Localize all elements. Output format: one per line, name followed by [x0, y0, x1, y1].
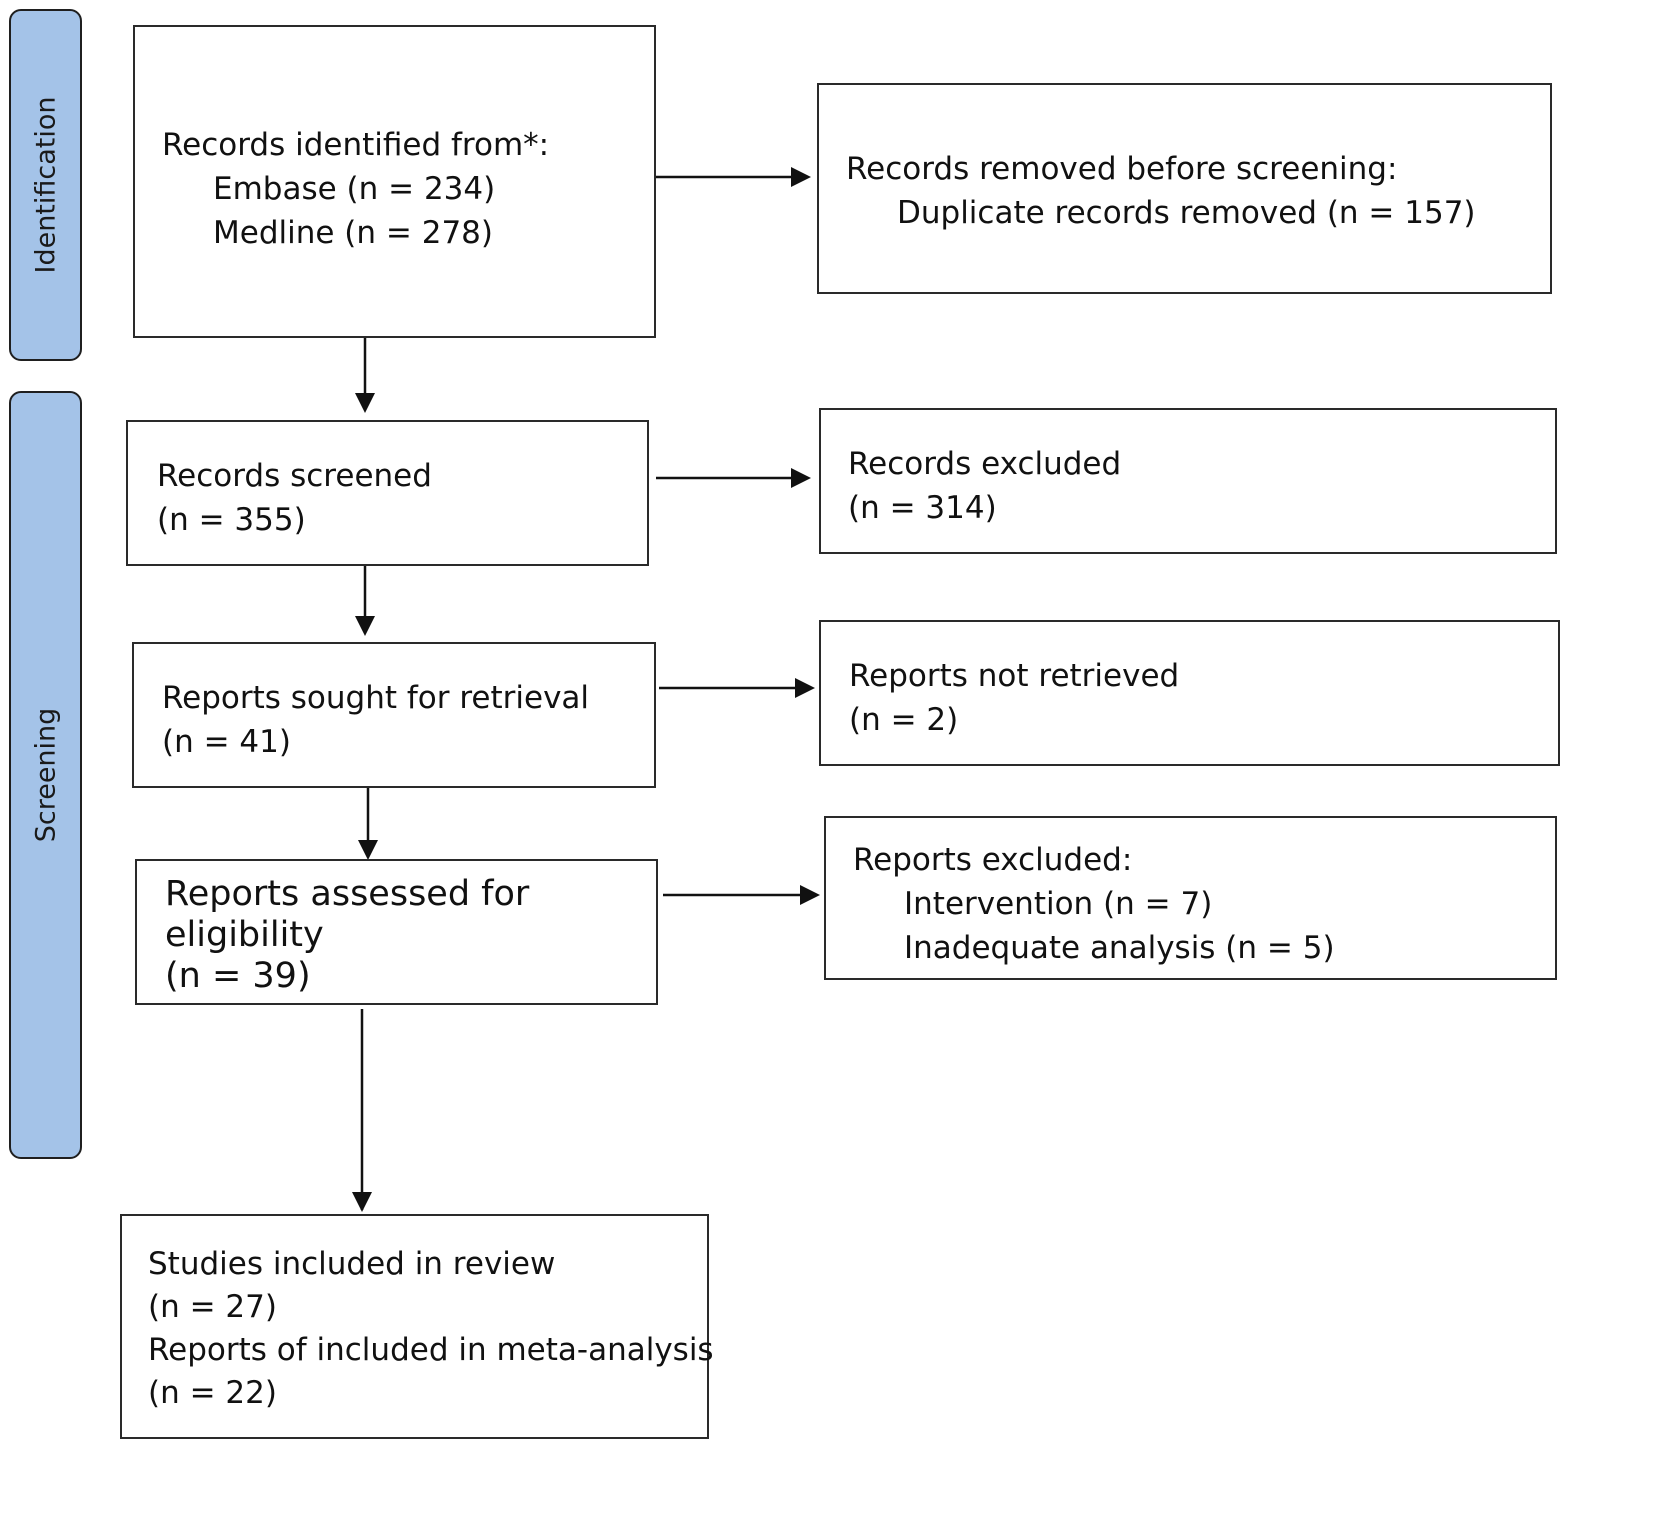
arrowhead-sought-to-assessed [358, 840, 378, 860]
box-studies-included: Studies included in review (n = 27) Repo… [120, 1214, 714, 1439]
reports-excluded-inadequate: Inadequate analysis (n = 5) [904, 930, 1335, 966]
meta-analysis-count: (n = 22) [148, 1375, 277, 1411]
box-records-screened: Records screened (n = 355) [126, 420, 649, 566]
arrowhead-assessed-to-reports-excluded [800, 885, 820, 905]
records-identified-heading: Records identified from*: [162, 127, 550, 163]
records-identified-embase: Embase (n = 234) [213, 171, 496, 207]
reports-not-retrieved-label: Reports not retrieved [849, 658, 1180, 694]
records-removed-duplicates: Duplicate records removed (n = 157) [897, 195, 1476, 231]
meta-analysis-label: Reports of included in meta-analysis [148, 1332, 714, 1368]
records-excluded-count: (n = 314) [848, 490, 997, 526]
phase-identification: Identification [9, 9, 82, 361]
reports-not-retrieved-count: (n = 2) [849, 702, 959, 738]
reports-assessed-count: (n = 39) [165, 956, 311, 996]
records-removed-heading: Records removed before screening: [846, 151, 1398, 187]
box-reports-excluded: Reports excluded: Intervention (n = 7) I… [824, 816, 1557, 980]
box-reports-assessed: Reports assessed for eligibility (n = 39… [135, 859, 658, 1005]
studies-included-count: (n = 27) [148, 1289, 277, 1325]
arrowhead-identified-to-screened [355, 393, 375, 413]
box-reports-sought: Reports sought for retrieval (n = 41) [132, 642, 656, 788]
box-records-identified: Records identified from*: Embase (n = 23… [133, 25, 656, 338]
records-identified-medline: Medline (n = 278) [213, 215, 493, 251]
reports-sought-label: Reports sought for retrieval [162, 680, 590, 716]
reports-excluded-heading: Reports excluded: [853, 842, 1133, 878]
arrowhead-identified-to-removed [791, 167, 811, 187]
arrowhead-screened-to-sought [355, 616, 375, 636]
arrowhead-sought-to-not-retrieved [795, 678, 815, 698]
phase-screening: Screening [9, 391, 82, 1159]
records-screened-count: (n = 355) [157, 502, 306, 538]
arrowhead-screened-to-excluded [791, 468, 811, 488]
reports-sought-count: (n = 41) [162, 724, 291, 760]
reports-excluded-intervention: Intervention (n = 7) [904, 886, 1213, 922]
studies-included-label: Studies included in review [148, 1246, 556, 1282]
box-records-removed: Records removed before screening: Duplic… [817, 83, 1552, 294]
records-screened-label: Records screened [157, 458, 432, 494]
reports-assessed-label-1: Reports assessed for [165, 874, 530, 914]
reports-assessed-label-2: eligibility [165, 915, 324, 955]
box-reports-not-retrieved: Reports not retrieved (n = 2) [819, 620, 1560, 766]
box-records-excluded: Records excluded (n = 314) [819, 408, 1557, 554]
arrowhead-assessed-to-included [352, 1192, 372, 1212]
records-excluded-label: Records excluded [848, 446, 1122, 482]
